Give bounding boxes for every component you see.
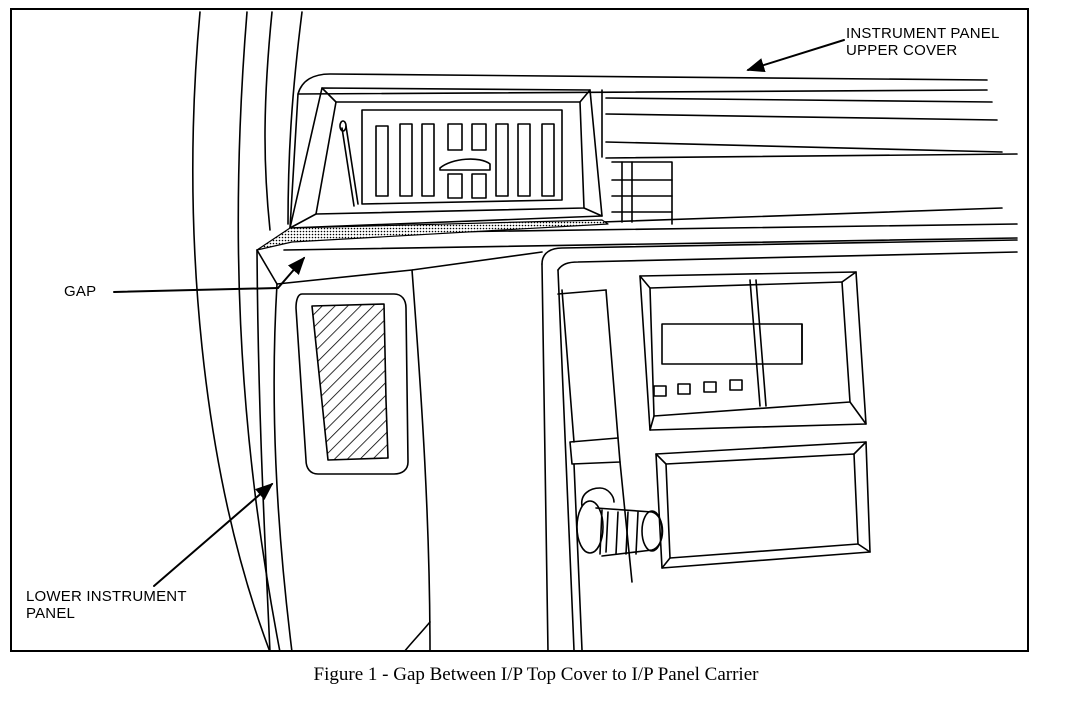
instrument-panel-illustration [113, 11, 1018, 650]
gap-callout: GAP [64, 283, 96, 300]
upper-cover-callout-line-2: UPPER COVER [846, 42, 958, 59]
air-vent-housing [289, 87, 603, 229]
gap-strip [256, 219, 609, 251]
storage-pocket [295, 293, 409, 475]
gap-callout-label: GAP [64, 283, 97, 300]
vent-louvers [339, 120, 555, 207]
a-pillar-trim [192, 11, 303, 650]
center-console [541, 239, 1018, 650]
lower-panel-callout-line-1: LOWER INSTRUMENT [26, 588, 187, 605]
upper-cover-callout-line-1: INSTRUMENT PANEL [846, 25, 1000, 42]
radio-display-unit [639, 271, 867, 431]
figure-caption: Figure 1 - Gap Between I/P Top Cover to … [313, 664, 759, 685]
control-knob [576, 487, 664, 557]
leader-arrows [113, 39, 845, 587]
upper-cover-callout: INSTRUMENT PANEL UPPER COVER [846, 25, 1000, 59]
lower-panel-callout: LOWER INSTRUMENT PANEL [26, 588, 187, 622]
lower-panel-callout-line-2: PANEL [26, 605, 76, 622]
lower-instrument-panel [256, 249, 543, 650]
instrument-panel-upper-cover [283, 73, 1018, 251]
lower-control-panel [655, 441, 871, 569]
figure-frame: INSTRUMENT PANEL UPPER COVER GAP LOWER I… [10, 8, 1029, 652]
